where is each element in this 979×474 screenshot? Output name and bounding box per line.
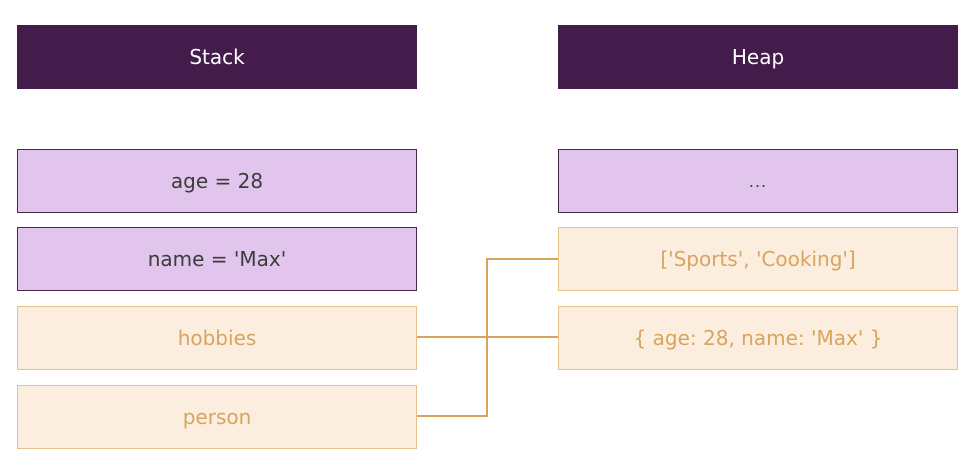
heap-title: Heap — [731, 45, 785, 69]
stack-header: Stack — [17, 25, 417, 89]
person-pointer-line — [417, 258, 558, 417]
stack-item-hobbies: hobbies — [17, 306, 417, 370]
stack-item-label: person — [182, 405, 252, 429]
heap-item-label: ['Sports', 'Cooking'] — [660, 247, 856, 271]
stack-item-label: name = 'Max' — [147, 247, 287, 271]
heap-item-label: { age: 28, name: 'Max' } — [633, 326, 883, 350]
stack-item-name: name = 'Max' — [17, 227, 417, 291]
stack-item-person: person — [17, 385, 417, 449]
heap-header: Heap — [558, 25, 958, 89]
stack-title: Stack — [189, 45, 245, 69]
stack-item-label: hobbies — [177, 326, 257, 350]
heap-item-person-object: { age: 28, name: 'Max' } — [558, 306, 958, 370]
heap-item-label: ... — [748, 171, 768, 191]
stack-item-label: age = 28 — [170, 169, 264, 193]
heap-item-hobbies-array: ['Sports', 'Cooking'] — [558, 227, 958, 291]
stack-item-age: age = 28 — [17, 149, 417, 213]
heap-item-ellipsis: ... — [558, 149, 958, 213]
